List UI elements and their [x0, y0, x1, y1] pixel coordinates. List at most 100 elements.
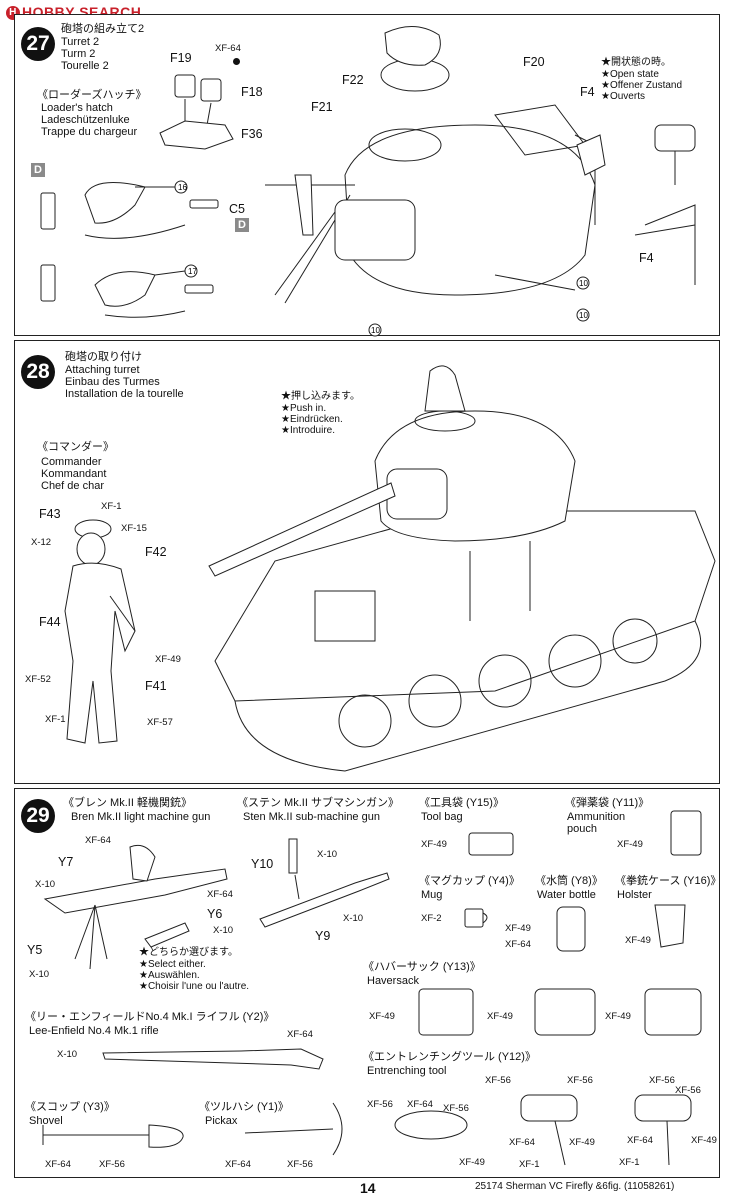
paint-xf49-et-2: XF-49: [691, 1135, 717, 1146]
paint-xf64-et-1: XF-64: [407, 1099, 433, 1110]
paint-xf2-mug: XF-2: [421, 913, 442, 924]
paint-x12: X-12: [31, 537, 52, 548]
paint-x10-bren-2: X-10: [213, 925, 234, 936]
haversack-drawing: [418, 988, 702, 1036]
paint-x10-sten: X-10: [317, 849, 338, 860]
bren-title-jp: 《ブレン Mk.II 軽機関銃》: [63, 797, 192, 809]
part-f41: F41: [145, 679, 167, 693]
shovel-en: Shovel: [29, 1115, 63, 1127]
paint-xf64-bren-2: XF-64: [207, 889, 233, 900]
pickax-en: Pickax: [205, 1115, 238, 1127]
svg-text:17: 17: [188, 267, 197, 276]
sten-gun-drawing: [259, 838, 390, 928]
paint-x10-bren-3: X-10: [29, 969, 50, 980]
paint-xf56-pickax: XF-56: [287, 1159, 313, 1170]
bottle-en: Water bottle: [537, 889, 596, 901]
part-f44: F44: [39, 615, 61, 629]
paint-xf15: XF-15: [121, 523, 147, 534]
hatch-title-fr: Trappe du chargeur: [41, 126, 138, 138]
open-note-de: ★Offener Zustand: [601, 80, 683, 91]
ammo-jp: 《弾薬袋 (Y11)》: [565, 797, 650, 809]
step-29-panel: 29 《ブレン Mk.II 軽機関銃》 Bren Mk.II light mac…: [14, 788, 721, 1178]
haversack-jp: 《ハバーサック (Y13)》: [363, 961, 481, 973]
bren-gun-drawing: [43, 844, 228, 970]
step-title-jp: 砲塔の取り付け: [65, 351, 142, 363]
commander-figure-drawing: [64, 519, 136, 744]
ammo-en-2: pouch: [567, 823, 597, 835]
paint-xf49-haversack-2: XF-49: [487, 1011, 513, 1022]
step-title-en: Turret 2: [61, 36, 100, 48]
part-y6: Y6: [207, 907, 223, 921]
commander-fr: Chef de char: [41, 480, 104, 492]
shovel-jp: 《スコップ (Y3)》: [25, 1101, 115, 1113]
hatch-title-de: Ladeschützenluke: [41, 114, 130, 126]
paint-xf49-et-3: XF-49: [459, 1157, 485, 1168]
page-number: 14: [360, 1180, 376, 1196]
ammo-pouch-drawing: [670, 810, 702, 856]
paint-xf64-rifle: XF-64: [287, 1029, 313, 1040]
part-y7: Y7: [58, 855, 74, 869]
paint-xf56-et-3: XF-56: [649, 1075, 675, 1086]
push-note-jp: ★押し込みます。: [281, 391, 360, 402]
loaders-hatch-drawing: [159, 74, 234, 150]
part-f22: F22: [342, 73, 364, 87]
paint-xf49-bottle: XF-49: [505, 923, 531, 934]
select-note-de: ★Auswählen.: [139, 970, 200, 981]
toolbag-jp: 《工具袋 (Y15)》: [419, 797, 504, 809]
pickax-drawing: [244, 1102, 343, 1156]
step-27-panel: 27 砲塔の組み立て2 Turret 2 Turm 2 Tourelle 2 《…: [14, 14, 720, 337]
step-number: 27: [21, 27, 55, 61]
sten-title-en: Sten Mk.II sub-machine gun: [243, 811, 380, 823]
sherman-firefly-drawing: [208, 365, 716, 772]
hatch-title-en: Loader's hatch: [41, 102, 113, 114]
paint-xf49-toolbag: XF-49: [421, 839, 447, 850]
paint-xf1-b: XF-1: [45, 714, 66, 725]
paint-xf56-et-2: XF-56: [567, 1075, 593, 1086]
instruction-d-box: D: [31, 163, 45, 177]
ammo-en-1: Ammunition: [567, 811, 626, 823]
open-note-fr: ★Ouverts: [601, 91, 645, 102]
step-number: 29: [21, 799, 55, 833]
pickax-jp: 《ツルハシ (Y1)》: [199, 1101, 289, 1113]
step-title-fr: Tourelle 2: [61, 60, 109, 72]
part-y10: Y10: [251, 857, 274, 871]
step-number: 28: [21, 355, 55, 389]
mug-en: Mug: [421, 889, 443, 901]
rifle-en: Lee-Enfield No.4 Mk.1 rifle: [29, 1025, 159, 1037]
open-note-jp: ★開状態の時。: [601, 57, 671, 68]
part-f36: F36: [241, 127, 263, 141]
paint-xf57: XF-57: [147, 717, 173, 728]
part-f21: F21: [311, 100, 333, 114]
open-note-en: ★Open state: [601, 69, 659, 80]
step-title-de: Einbau des Turmes: [65, 376, 160, 388]
paint-xf1-et-1: XF-1: [519, 1159, 540, 1170]
part-f19: F19: [170, 51, 192, 65]
push-note-en: ★Push in.: [281, 403, 327, 414]
paint-xf1-et-2: XF-1: [619, 1157, 640, 1168]
paint-xf56-et-5: XF-56: [367, 1099, 393, 1110]
paint-dot: [233, 58, 240, 65]
paint-xf1: XF-1: [101, 501, 122, 512]
commander-jp: 《コマンダー》: [37, 441, 114, 453]
rifle-drawing: [102, 1048, 324, 1070]
paint-xf64-bottle: XF-64: [505, 939, 531, 950]
part-f4-b: F4: [639, 251, 654, 265]
paint-xf56-shovel: XF-56: [99, 1159, 125, 1170]
hatch-title-jp: 《ローダーズハッチ》: [37, 89, 147, 101]
bottle-jp: 《水筒 (Y8)》: [535, 875, 603, 887]
step-title-de: Turm 2: [61, 48, 96, 60]
select-note-fr: ★Choisir l'une ou l'autre.: [139, 981, 250, 992]
paint-xf49-et-1: XF-49: [569, 1137, 595, 1148]
part-f42: F42: [145, 545, 167, 559]
paint-x10-bren: X-10: [35, 879, 56, 890]
hatch-detail-16-drawing: 16: [40, 180, 219, 239]
svg-text:10: 10: [579, 279, 588, 288]
part-y9: Y9: [315, 929, 331, 943]
entrenching-tool-drawing: [394, 1094, 692, 1166]
paint-xf49-haversack-1: XF-49: [369, 1011, 395, 1022]
select-note-jp: ★どちらか選びます。: [139, 947, 238, 958]
paint-xf56-et-4: XF-56: [675, 1085, 701, 1096]
paint-x10-sten-2: X-10: [343, 913, 364, 924]
bren-title-en: Bren Mk.II light machine gun: [71, 811, 211, 823]
toolbag-en: Tool bag: [421, 811, 463, 823]
